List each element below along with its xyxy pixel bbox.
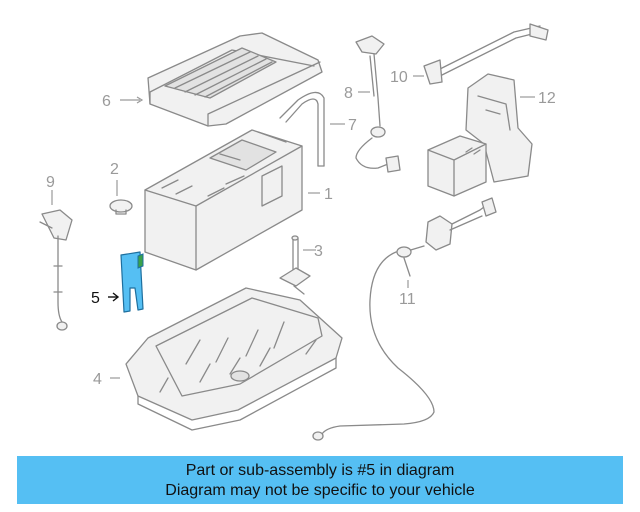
part-1-battery — [144, 129, 303, 271]
callout-8: 8 — [344, 85, 353, 102]
callout-4: 4 — [93, 371, 102, 388]
part-10-battery-cable — [423, 23, 549, 85]
callout-1: 1 — [324, 186, 333, 203]
part-5-bracket — [120, 251, 144, 313]
part-3-holddown — [279, 235, 311, 295]
part-6-battery-cover — [147, 32, 323, 127]
part-7-vent-hose — [279, 91, 325, 167]
banner-line-1: Part or sub-assembly is #5 in diagram — [185, 462, 455, 479]
part-11-cable-assembly — [312, 197, 497, 441]
callout-11: 11 — [399, 291, 416, 308]
part-12-fuse-box — [427, 73, 533, 197]
callout-10: 10 — [390, 69, 408, 86]
callout-5: 5 — [91, 290, 100, 307]
callout-6: 6 — [102, 93, 111, 110]
callout-7: 7 — [348, 117, 357, 134]
callout-2: 2 — [110, 161, 119, 178]
callout-12: 12 — [538, 90, 556, 107]
info-banner: Part or sub-assembly is #5 in diagram Di… — [17, 456, 623, 504]
callout-3: 3 — [314, 243, 323, 260]
callout-9: 9 — [46, 174, 55, 191]
banner-line-2: Diagram may not be specific to your vehi… — [165, 482, 475, 499]
part-8-sensor — [355, 35, 401, 173]
part-9-cable — [39, 209, 73, 331]
part-4-battery-tray — [125, 287, 343, 431]
part-2-clip — [109, 199, 133, 215]
parts-diagram: 6 7 1 2 9 5 — [39, 23, 556, 441]
